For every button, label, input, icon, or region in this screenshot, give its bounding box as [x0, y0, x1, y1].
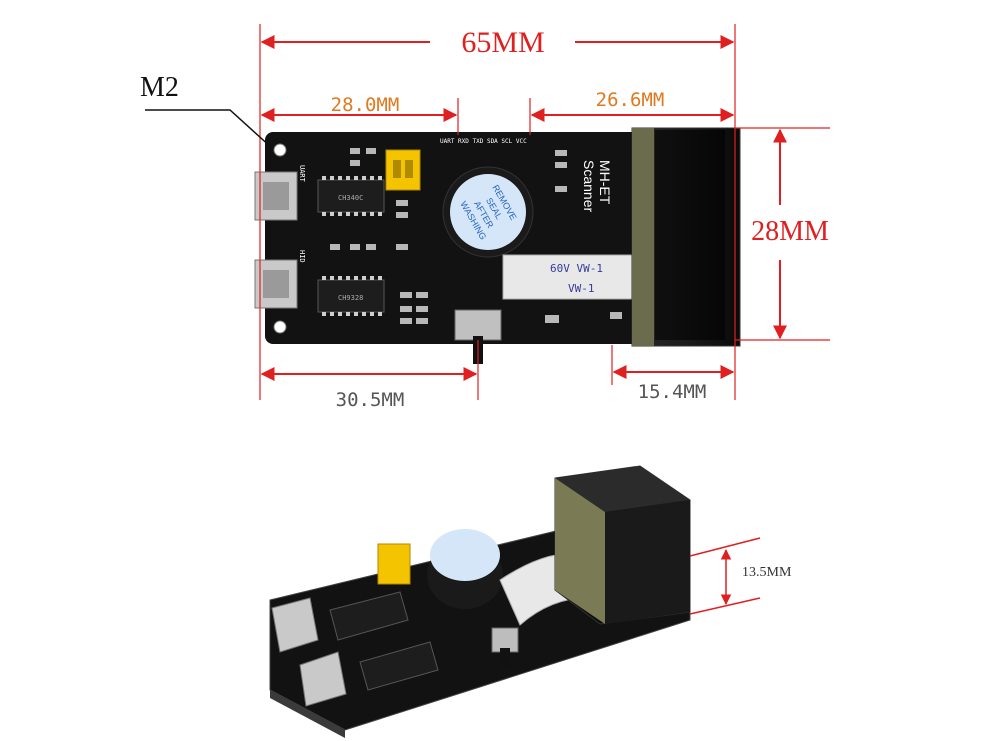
board-title: MH-ET Scanner [581, 160, 613, 212]
dimension-lines [259, 24, 830, 400]
dim-total-length: 65MM [461, 26, 544, 59]
push-button-perspective [491, 627, 519, 653]
usb-port-top-inner [263, 182, 289, 210]
chip-pins [322, 176, 382, 316]
chip-perspective [329, 591, 409, 641]
usb-label-bottom: HID [298, 250, 306, 263]
cable-label-2: VW-1 [568, 282, 595, 295]
jumper-perspective [377, 543, 411, 585]
svg-text:MH-ET: MH-ET [597, 160, 613, 205]
jumper [385, 149, 421, 191]
usb-port-bottom-inner [263, 270, 289, 298]
callout-leader-line [145, 109, 273, 149]
buzzer-sticker-perspective [430, 529, 500, 581]
usb-label-top: UART [298, 165, 306, 183]
mounting-hole-icon [273, 320, 287, 334]
thickness-dimension [689, 537, 761, 615]
dim-thickness: 13.5MM [742, 565, 792, 580]
scanner-side-pcb [555, 478, 605, 624]
jumper-slot [393, 160, 401, 178]
scanner-window [655, 130, 725, 340]
chip-bottom-label: CH9328 [338, 294, 363, 302]
dim-right-section: 26.6MM [596, 89, 665, 111]
jumper-slot [405, 160, 413, 178]
top-board: UART HID CH340C CH9328 UART RXD [254, 127, 741, 364]
dim-button-offset: 30.5MM [336, 389, 405, 411]
ribbon-cable [502, 254, 649, 300]
buzzer-text: REMOVE SEAL AFTER WASHING [458, 183, 518, 241]
chip-perspective [359, 641, 439, 691]
bottom-board [269, 465, 691, 738]
chip-top-label: CH340C [338, 194, 363, 202]
buzzer-sticker [450, 174, 526, 250]
mounting-hole-icon [273, 143, 287, 157]
scanner-front-face [605, 500, 690, 624]
usb-port-perspective [299, 651, 347, 707]
dim-scanner-width: 15.4MM [638, 381, 707, 403]
pcb-edge [270, 690, 345, 738]
callout-m2: M2 [140, 72, 179, 103]
smd-components [330, 148, 622, 324]
usb-port-perspective [271, 597, 319, 653]
chip-bottom [317, 279, 385, 313]
scanner-pcb-edge [632, 128, 654, 346]
header-pins-label: UART RXD TXD SDA SCL VCC [440, 138, 527, 145]
svg-text:Scanner: Scanner [581, 160, 597, 212]
push-button [454, 309, 502, 341]
cable-label: 60V VW-1 [550, 262, 603, 275]
scanner-top-face [555, 466, 690, 512]
dim-left-section: 28.0MM [331, 94, 400, 116]
chip-top [317, 179, 385, 213]
usb-port-bottom [254, 259, 298, 309]
push-button-cap-perspective [500, 648, 510, 668]
dim-height: 28MM [751, 216, 829, 247]
